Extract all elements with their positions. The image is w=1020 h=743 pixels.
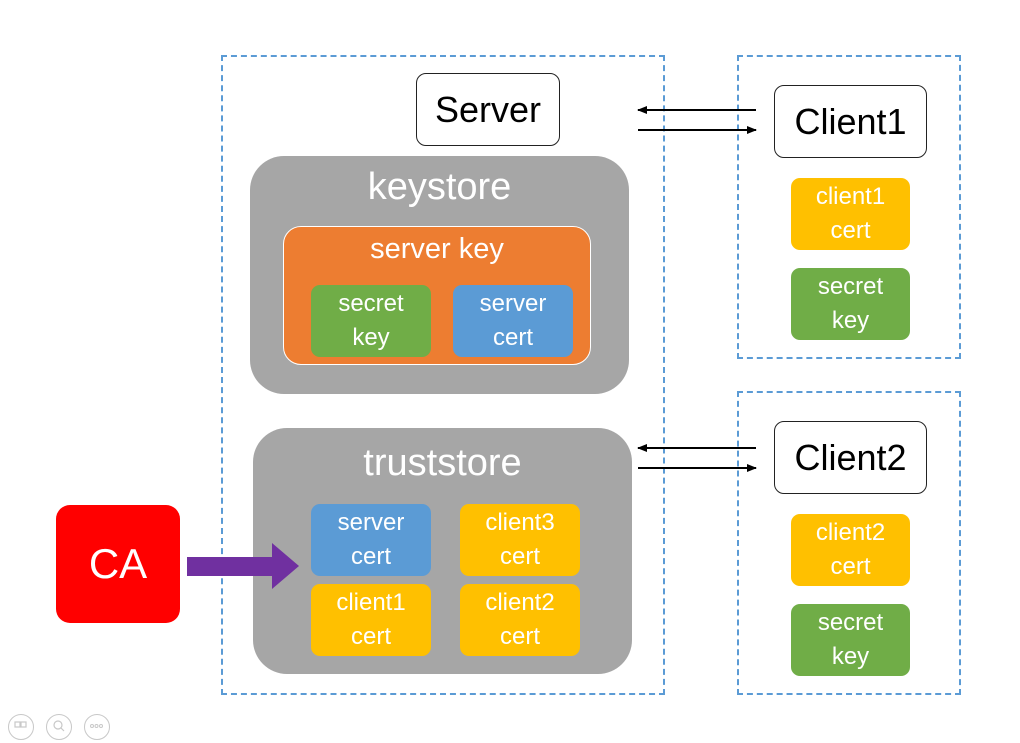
server-side-container [221, 55, 665, 695]
zoom-icon[interactable] [46, 714, 72, 740]
keystore-secret-key-chip: secret key [311, 285, 431, 357]
client2-cert-chip: client2 cert [791, 514, 910, 586]
ca-box: CA [56, 505, 180, 623]
chip-line: client1 [336, 589, 406, 616]
chip-line: cert [350, 543, 391, 570]
truststore: truststore server cert client3 cert clie… [253, 428, 632, 674]
client2-box: Client2 [774, 421, 927, 494]
chip-line: cert [499, 623, 540, 650]
chip-line: cert [830, 553, 871, 580]
keystore-title: keystore [367, 166, 512, 208]
server-box: Server [416, 73, 560, 146]
chip-line: secret [338, 290, 404, 317]
client1-cert-chip: client1 cert [791, 178, 910, 250]
more-icon[interactable] [84, 714, 110, 740]
server-label: Server [434, 88, 542, 130]
server-key-title: server key [370, 233, 504, 265]
chip-line: cert [830, 217, 871, 244]
chip-line: cert [499, 543, 540, 570]
server-key-panel: server key secret key server cert [283, 226, 591, 365]
client2-secret-key-chip: secret key [791, 604, 910, 676]
chip-line: key [831, 307, 870, 334]
chip-line: cert [350, 623, 391, 650]
truststore-server-cert-chip: server cert [311, 504, 431, 576]
chip-line: key [352, 324, 390, 351]
keystore: keystore server key secret key server ce… [250, 156, 629, 394]
chip-line: cert [492, 324, 533, 351]
slides-icon[interactable] [8, 714, 34, 740]
chip-line: client2 [485, 589, 555, 616]
chip-line: client3 [485, 509, 555, 536]
chip-line: server [479, 290, 547, 317]
chip-line: secret [817, 273, 884, 300]
chip-line: client2 [815, 519, 886, 546]
chip-line: secret [817, 609, 884, 636]
chip-line: key [831, 643, 870, 670]
truststore-client2-cert-chip: client2 cert [460, 584, 580, 656]
keystore-server-cert-chip: server cert [453, 285, 573, 357]
client2-label: Client2 [794, 436, 907, 478]
truststore-client1-cert-chip: client1 cert [311, 584, 431, 656]
truststore-client3-cert-chip: client3 cert [460, 504, 580, 576]
ca-label: CA [88, 540, 148, 587]
chip-line: client1 [815, 183, 886, 210]
client1-secret-key-chip: secret key [791, 268, 910, 340]
client2-container [737, 391, 961, 695]
client1-container [737, 55, 961, 359]
client1-box: Client1 [774, 85, 927, 158]
truststore-title: truststore [363, 442, 522, 484]
client1-label: Client1 [794, 100, 907, 142]
chip-line: server [337, 509, 405, 536]
ca-to-truststore-arrow [187, 543, 299, 589]
